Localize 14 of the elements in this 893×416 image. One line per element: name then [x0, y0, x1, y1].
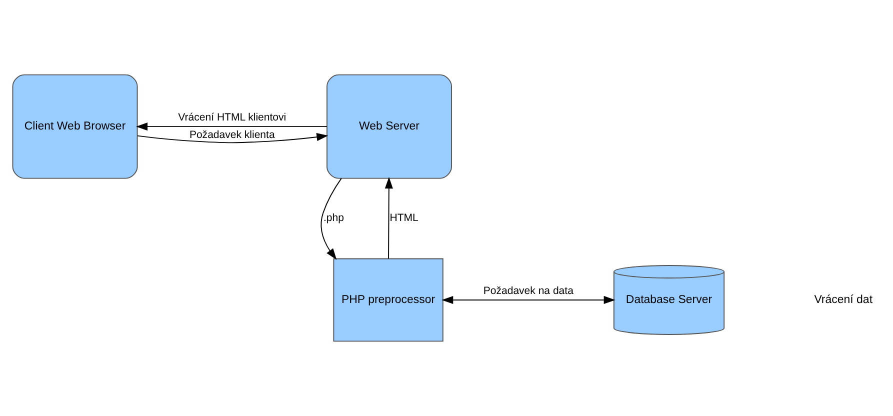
- arrow: [137, 133, 328, 144]
- edge-label: Požadavek klienta: [189, 128, 275, 141]
- edge-label: Požadavek na data: [483, 285, 574, 298]
- edge-label: Vrácení HTML klientovi: [178, 112, 286, 124]
- arrow: [384, 177, 393, 260]
- node-box: Web Server: [326, 74, 452, 179]
- label: Vrácení dat: [814, 294, 873, 306]
- node-box: PHP preprocessor: [333, 258, 444, 342]
- edge-label: .php: [323, 212, 344, 224]
- node-box: Client Web Browser: [12, 74, 138, 179]
- arrow: [442, 296, 616, 304]
- arrow: [136, 122, 328, 131]
- arrow: [320, 178, 342, 260]
- edge-label: HTML: [390, 212, 418, 224]
